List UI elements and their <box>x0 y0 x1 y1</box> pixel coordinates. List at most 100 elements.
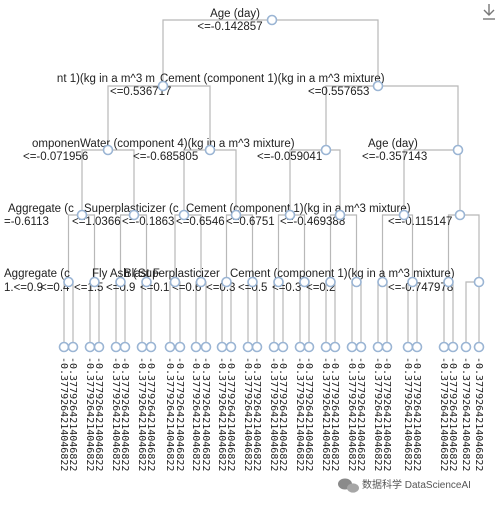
leaf-node-22[interactable] <box>346 341 358 353</box>
leaf-value-label: -0.3779264214046822 <box>411 357 422 471</box>
leaf-node-27[interactable] <box>411 341 423 353</box>
leaf-node-29[interactable] <box>447 341 459 353</box>
leaf-node-23[interactable] <box>355 341 367 353</box>
level3-node-0[interactable] <box>76 209 88 221</box>
leaf-node-26[interactable] <box>402 341 414 353</box>
edge-l1-l2-0 <box>107 85 163 150</box>
leaf-node-2[interactable] <box>84 341 96 353</box>
leaf-node-0[interactable] <box>58 341 70 353</box>
level4-node-13[interactable] <box>407 276 418 288</box>
level4-node-15[interactable] <box>473 276 485 288</box>
leaf-node-9[interactable] <box>174 341 186 353</box>
level1-node-1[interactable] <box>372 80 384 92</box>
leaf-node-20[interactable] <box>320 341 332 353</box>
level2-node-1[interactable] <box>204 144 216 156</box>
leaf-node-19[interactable] <box>303 341 315 353</box>
leaf-node-25[interactable] <box>381 341 393 353</box>
leaf-value-label: -0.3779264214046822 <box>447 357 458 471</box>
leaf-node-18[interactable] <box>294 341 306 353</box>
leaf-node-24[interactable] <box>372 341 384 353</box>
level4-node-2[interactable] <box>115 276 126 288</box>
level3-node-3[interactable] <box>230 209 242 221</box>
leaf-node-12[interactable] <box>216 341 228 353</box>
leaf-value-label: -0.3779264214046822 <box>58 357 69 471</box>
edge-l2-l3-3 <box>210 149 237 215</box>
watermark-text: 数据科学 DataScienceAI <box>362 478 471 491</box>
level4-node-12[interactable] <box>377 276 388 288</box>
level4-node-10[interactable] <box>325 276 336 288</box>
level1-left-threshold: <=0.536717 <box>110 86 171 98</box>
level3-node-5[interactable] <box>334 209 346 221</box>
level4-node-6[interactable] <box>221 276 232 288</box>
leaf-node-13[interactable] <box>225 341 237 353</box>
level2-node-0[interactable] <box>102 144 114 156</box>
leaf-node-10[interactable] <box>190 341 202 353</box>
root-threshold-label: <=-0.142857 <box>197 21 262 33</box>
level3-feature-a: Aggregate (c <box>8 203 74 215</box>
level2-n4-threshold: <=-0.357143 <box>362 151 427 163</box>
root-node[interactable] <box>266 14 278 26</box>
level2-node-3[interactable] <box>452 144 464 156</box>
leaf-node-17[interactable] <box>277 341 289 353</box>
level4-node-14[interactable] <box>443 276 454 288</box>
leaf-value-label: -0.3779264214046822 <box>251 357 262 471</box>
leaf-node-6[interactable] <box>136 341 148 353</box>
edge-l2-l3-7 <box>458 149 461 215</box>
level3-node-1[interactable] <box>128 209 140 221</box>
edge-l1-l2-3 <box>378 85 459 150</box>
watermark: 数据科学 DataScienceAI <box>338 478 471 493</box>
edge-l3-l4-5 <box>184 214 202 282</box>
leaf-node-31[interactable] <box>473 341 485 353</box>
level4-node-5[interactable] <box>195 276 207 288</box>
leaf-node-11[interactable] <box>200 341 212 353</box>
leaf-value-label: -0.3779264214046822 <box>320 357 331 471</box>
leaf-node-16[interactable] <box>268 341 280 353</box>
edge-root-l1-1 <box>272 19 379 86</box>
leaf-value-label: -0.3779264214046822 <box>329 357 340 471</box>
leaf-node-30[interactable] <box>460 341 472 353</box>
level4-node-7[interactable] <box>247 276 258 288</box>
level3-node-4[interactable] <box>284 209 296 221</box>
level2-n2-threshold: <=-0.685805 <box>133 151 198 163</box>
leaf-node-8[interactable] <box>164 341 176 353</box>
level3-node-6[interactable] <box>398 209 410 221</box>
leaf-node-28[interactable] <box>438 341 450 353</box>
edge-l2-l3-1 <box>108 149 135 215</box>
level4-threshold-7: <=0.5 <box>238 282 267 294</box>
level4-node-9[interactable] <box>299 276 310 288</box>
leaf-node-1[interactable] <box>67 341 79 353</box>
level3-node-2[interactable] <box>178 209 190 221</box>
leaf-value-label: -0.3779264214046822 <box>67 357 78 471</box>
leaf-value-label: -0.3779264214046822 <box>164 357 175 471</box>
level1-node-0[interactable] <box>157 80 169 92</box>
level4-node-0[interactable] <box>63 276 74 288</box>
leaf-node-4[interactable] <box>110 341 122 353</box>
level4-node-3[interactable] <box>141 276 152 288</box>
level4-threshold-10: <=-0.747978 <box>388 282 453 294</box>
edge-l4-leaf-23 <box>356 281 362 347</box>
edge-l4-leaf-24 <box>377 281 383 347</box>
leaf-node-15[interactable] <box>251 341 263 353</box>
level4-node-8[interactable] <box>273 276 284 288</box>
level2-node-2[interactable] <box>320 144 332 156</box>
level4-feature-a: Aggregate (c <box>4 268 70 280</box>
level2-n4-feature: Age (day) <box>368 138 418 150</box>
leaf-value-label: -0.3779264214046822 <box>225 357 236 471</box>
leaf-node-5[interactable] <box>119 341 131 353</box>
leaf-value-label: -0.3779264214046822 <box>136 357 147 471</box>
leaf-node-21[interactable] <box>329 341 341 353</box>
leaf-node-14[interactable] <box>242 341 254 353</box>
edge-l3-l4-11 <box>340 214 358 282</box>
leaf-node-3[interactable] <box>93 341 105 353</box>
level4-threshold-1: <=0.4 <box>40 282 70 294</box>
level4-node-11[interactable] <box>351 276 362 288</box>
download-icon[interactable] <box>483 4 495 20</box>
leaf-node-7[interactable] <box>145 341 157 353</box>
level2-n3-threshold: <=-0.059041 <box>257 151 322 163</box>
level3-node-7[interactable] <box>454 209 466 221</box>
level4-node-1[interactable] <box>89 276 100 288</box>
edge-l2-l3-0 <box>81 149 108 215</box>
tree-labels: Age (day) <=-0.142857 nt 1)(kg in a m^3 … <box>4 8 484 471</box>
root-feature-label: Age (day) <box>210 8 260 20</box>
level4-node-4[interactable] <box>169 276 181 288</box>
